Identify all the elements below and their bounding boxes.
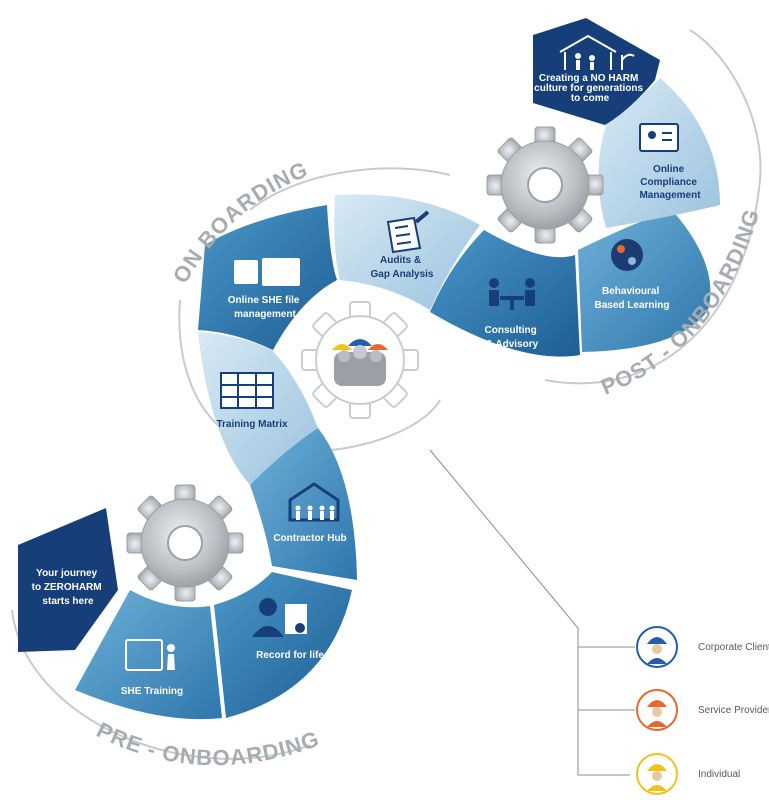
end-banner-line-2: culture for generations <box>534 83 643 94</box>
training-board-icon <box>125 639 163 671</box>
on-boarding-ring: Training Matrix Online SHE file manageme… <box>196 194 480 485</box>
meeting-table-icon <box>489 278 535 310</box>
learning-ball-icon <box>611 239 643 271</box>
phase-label-pre-onboarding: PRE - ONBOARDING <box>93 717 323 770</box>
checklist-icon <box>386 210 430 254</box>
legend-item-individual: Individual <box>636 753 740 795</box>
step-training-matrix[interactable]: Training Matrix <box>196 332 318 485</box>
central-gear-icon <box>301 301 419 419</box>
svg-text:Online SHE file manage: Online SHE file management <box>228 295 302 320</box>
step-label-contractor-hub: Contractor Hub <box>273 533 346 544</box>
step-label-training-matrix: Training Matrix <box>216 419 288 430</box>
step-label-behavioural-2: Based Learning <box>594 300 669 311</box>
legend-item-corporate-client: Corporate Client <box>636 626 769 668</box>
step-label-online-she-2: management <box>234 309 296 320</box>
step-label-consulting-1: Consulting <box>485 325 537 336</box>
person-icon <box>259 598 277 616</box>
end-banner-line-3: to come <box>571 93 610 104</box>
legend-label-service-provider: Service Provider <box>698 705 769 716</box>
step-label-compliance-3: Management <box>639 190 701 201</box>
svg-text:Your journey to ZEROHA: Your journey to ZEROHARM starts here <box>32 568 105 607</box>
step-label-behavioural-1: Behavioural <box>602 286 659 297</box>
workers-group-icon <box>295 505 335 520</box>
phase-guide-arcs <box>11 29 762 760</box>
start-banner-line-3: starts here <box>42 596 94 607</box>
family-house-icon <box>559 34 617 70</box>
trainer-icon <box>167 644 175 652</box>
svg-text:Creating a NO HARM cul: Creating a NO HARM culture for generatio… <box>534 73 646 104</box>
plant-icon <box>621 53 635 70</box>
end-banner-line-1: Creating a NO HARM <box>539 73 638 84</box>
step-label-record-for-life: Record for life <box>256 650 324 661</box>
phone-icon <box>234 260 258 284</box>
step-record-for-life[interactable]: Record for life <box>214 572 352 718</box>
post-onboarding-gear-icon <box>486 126 604 244</box>
step-label-online-she-1: Online SHE file <box>228 295 300 306</box>
matrix-table-icon <box>220 372 274 409</box>
step-label-she-training: SHE Training <box>121 686 183 697</box>
start-banner: Your journey to ZEROHARM starts here <box>18 508 118 652</box>
start-banner-line-1: Your journey <box>36 568 97 579</box>
step-she-training[interactable]: SHE Training <box>75 590 222 720</box>
step-online-compliance[interactable]: Online Compliance Management <box>598 78 720 228</box>
svg-text:Audits & Gap Analysis: Audits & Gap Analysis <box>371 255 434 280</box>
step-label-audits-1: Audits & <box>380 255 421 266</box>
step-behavioural-learning[interactable]: Behavioural Based Learning <box>578 210 711 352</box>
hub-building-icon <box>288 482 340 522</box>
step-contractor-hub[interactable]: Contractor Hub <box>250 428 357 580</box>
legend: Corporate Client Service Provider Indivi… <box>636 626 769 795</box>
step-consulting-advisory[interactable]: Consulting & Advisory <box>430 230 580 357</box>
legend-connector-lines <box>429 449 635 776</box>
compliance-laptop-icon <box>639 123 679 152</box>
legend-label-corporate-client: Corporate Client <box>698 642 769 653</box>
end-banner: Creating a NO HARM culture for generatio… <box>533 18 660 125</box>
step-label-compliance-2: Compliance <box>640 177 697 188</box>
step-online-she-file[interactable]: Online SHE file management <box>198 205 337 350</box>
svg-text:Behavioural Based Lear: Behavioural Based Learning <box>594 286 669 311</box>
svg-text:Consulting & Advisory: Consulting & Advisory <box>485 325 540 350</box>
laptop-icon <box>262 258 300 286</box>
step-label-audits-2: Gap Analysis <box>371 269 434 280</box>
pre-onboarding-wheel: Your journey to ZEROHARM starts here SHE… <box>18 428 357 720</box>
start-banner-line-2: to ZEROHARM <box>32 582 102 593</box>
step-audits-gap-analysis[interactable]: Audits & Gap Analysis <box>334 194 480 310</box>
three-workers-icon <box>332 339 388 386</box>
pre-onboarding-gear-icon <box>126 484 244 602</box>
step-label-compliance-1: Online <box>653 164 685 175</box>
legend-item-service-provider: Service Provider <box>636 689 769 731</box>
post-onboarding-wheel: Consulting & Advisory Behavioural Based … <box>430 18 720 357</box>
svg-text:Online Compliance: Online Compliance Management <box>639 164 701 201</box>
step-label-consulting-2: & Advisory <box>486 339 539 350</box>
legend-label-individual: Individual <box>698 769 740 780</box>
